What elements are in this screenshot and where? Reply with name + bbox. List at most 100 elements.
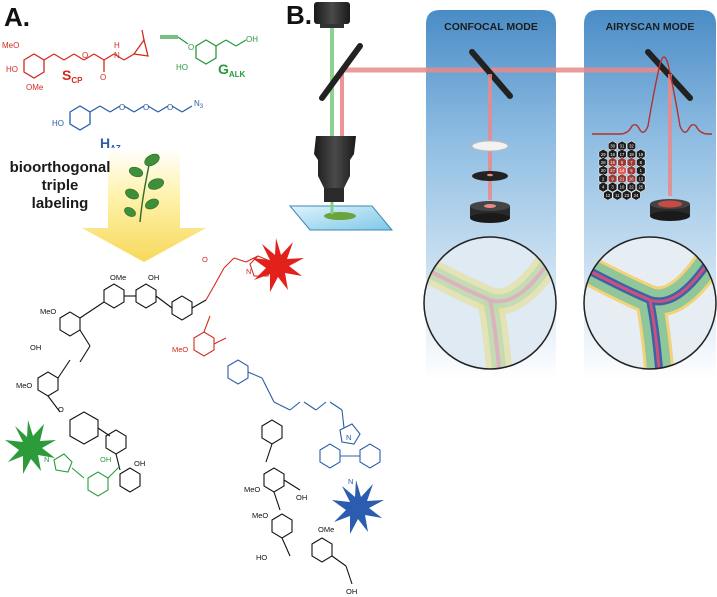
poly-meo-1: MeO [40,307,56,316]
monomer-s-cp-label: SCP [62,67,83,85]
airyscan-detector-icon [650,199,690,221]
poly-meo-4: MeO [252,511,268,520]
airyscan-detector-array: 30 31 32 29 16 17 18 19 28 15 6 7 8 20 27 14 5 12 9 21 26 1 3 4… [598,140,646,201]
lignin-polymer-blue [227,359,381,469]
group-o-s2: O [100,73,106,82]
detector-element-number: 16 [610,152,615,157]
group-o-s1: O [82,51,88,60]
detector-element [612,189,622,201]
poly-blue-n: N [346,433,351,442]
poly-ome-1: OMe [110,273,126,282]
detector-element-number: 22 [629,185,634,190]
detector-element [617,181,627,193]
detector-element-number: 15 [610,160,615,165]
confocal-detector-icon [470,201,510,223]
poly-meo-2: MeO [16,381,32,390]
detector-element-number: 7 [630,160,633,165]
detector-element-number: 11 [615,193,620,198]
detector-element-number: 2 [602,176,605,181]
group-n-s: N [114,51,120,60]
poly-oh-5: OH [346,587,357,596]
group-ho-g: HO [176,63,188,72]
labeling-text-line-3: labeling [32,195,89,212]
detector-element-number: 14 [620,168,625,173]
detector-element-number: 23 [624,193,629,198]
detector-element [598,181,608,193]
detector-element-number: 17 [620,152,625,157]
detector-element-number: 9 [611,176,614,181]
detector-element-number: 12 [606,193,611,198]
airyscan-mode-title: AIRYSCAN MODE [606,21,695,33]
confocal-image-circle [423,236,557,370]
detector-element-number: 5 [630,168,633,173]
poly-ome-2: OMe [318,525,334,534]
detector-element-number: 30 [610,144,615,149]
poly-blue-n2: N [348,477,353,486]
airyscan-image-circle [583,236,717,370]
poly-red-n: N [246,267,251,276]
poly-oh-4: OH [296,493,307,502]
group-o-h3: O [167,103,173,112]
labeling-arrow [82,148,206,262]
objective-lens-icon [314,136,356,202]
monomer-h-az-structure [69,105,193,131]
lignin-polymer-black [37,283,207,493]
group-o-g: O [188,43,194,52]
detector-element-number: 24 [634,193,639,198]
detector-element-number: 4 [602,185,605,190]
poly-oh-1: OH [148,273,159,282]
detector-element-number: 19 [638,152,643,157]
detector-element-number: 20 [601,168,606,173]
monomer-g-alk-label: GALK [218,61,246,79]
detector-element-number: 1 [640,168,643,173]
poly-oh-3: OH [134,459,145,468]
poly-green-oh: OH [100,455,111,464]
panel-a-label: A. [4,2,30,32]
confocal-lens-icon [471,140,509,152]
labeling-text-line-2: triple [42,177,79,194]
detector-element-number: 32 [629,144,634,149]
green-fluorophore-burst [5,420,56,474]
detector-element-number: 21 [620,176,625,181]
plant-icon [124,153,165,223]
airy-psf-curve [592,56,712,135]
monomer-s-cp-structure [23,29,149,79]
poly-ho-1: HO [256,553,267,562]
poly-meo-3: MeO [244,485,260,494]
detector-element-number: 6 [621,160,624,165]
detector-element-number: 28 [601,160,606,165]
detector-element-number: 29 [601,152,606,157]
detector-element [608,181,618,193]
detector-element-number: 31 [620,144,625,149]
detector-element-number: 10 [620,185,625,190]
group-o-h1: O [119,103,125,112]
detector-element [636,181,646,193]
detector-element-number: 26 [629,176,634,181]
detector-element-number: 3 [611,185,614,190]
panel-b-label: B. [286,0,312,30]
laser-source-icon [314,2,350,28]
monomer-g-alk-structure [160,35,247,65]
group-ome-s: OMe [26,83,44,92]
lignin-polymer-green [53,453,121,497]
red-fluorophore-burst [252,238,304,292]
detector-element [622,189,632,201]
group-ho-h: HO [52,119,64,128]
detector-element [603,189,613,201]
detector-element-number: 27 [610,168,615,173]
detector-element-number: 8 [640,160,643,165]
group-o-h2: O [143,103,149,112]
detector-element [631,189,641,201]
confocal-mode-title: CONFOCAL MODE [444,21,538,33]
lignin-polymer-red [193,255,273,357]
blue-fluorophore-burst [332,480,384,534]
dichroic-mirror-icon [319,43,363,101]
poly-red-o: O [202,255,208,264]
group-n3-h: N3 [194,99,204,110]
detector-element-number: 18 [629,152,634,157]
detector-element-number: 25 [638,185,643,190]
poly-o-1: O [58,405,64,414]
labeling-text-line-1: bioorthogonal [10,159,111,176]
poly-red-meo: MeO [172,345,188,354]
